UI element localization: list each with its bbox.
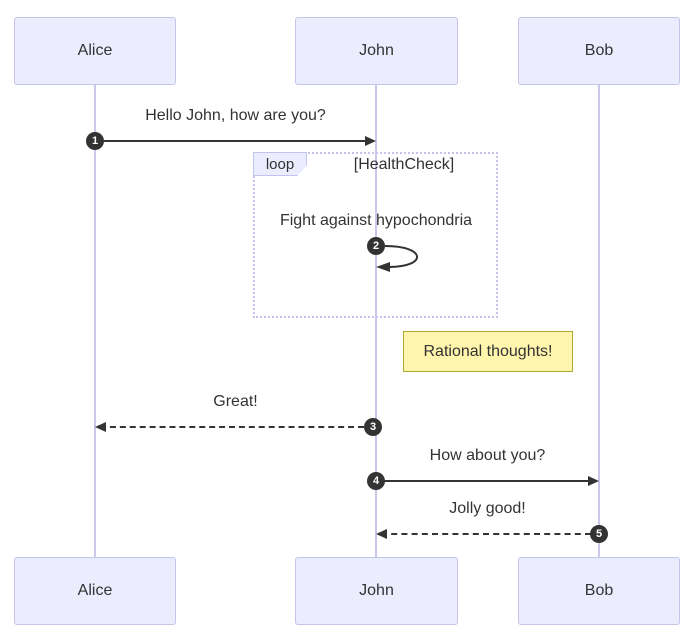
arrowhead-icon [365, 136, 376, 146]
self-loop-arrow-icon [376, 245, 418, 272]
actor-box-alice-top: Alice [14, 17, 176, 85]
sequence-number-badge: 5 [590, 525, 608, 543]
actor-box-bob-bottom: Bob [518, 557, 680, 625]
actor-label: Alice [77, 42, 113, 59]
actor-label: Alice [77, 582, 113, 599]
arrowhead-icon [588, 476, 599, 486]
arrowhead-icon [376, 529, 387, 539]
arrowhead-icon [95, 422, 106, 432]
actor-box-john-top: John [295, 17, 458, 85]
sequence-number-badge: 1 [86, 132, 104, 150]
note-text: Rational thoughts! [423, 342, 553, 360]
lifeline-alice [94, 85, 96, 557]
message-arrow-line [100, 426, 364, 428]
message-arrow-line [379, 480, 589, 482]
message-arrow-line [381, 533, 591, 535]
lifeline-bob [598, 85, 600, 557]
sequence-number-badge: 3 [364, 418, 382, 436]
message-arrow-line [98, 140, 366, 142]
loop-label-tab: loop [253, 152, 307, 176]
lifeline-john [375, 85, 377, 557]
actor-label: Bob [584, 582, 614, 599]
actor-label: John [359, 42, 394, 59]
sequence-number-badge: 4 [367, 472, 385, 490]
loop-condition-label: [HealthCheck] [353, 156, 455, 173]
loop-frame [253, 152, 498, 318]
actor-box-bob-top: Bob [518, 17, 680, 85]
note-box: Rational thoughts! [403, 331, 573, 372]
message-text: How about you? [429, 447, 546, 464]
message-text: Fight against hypochondria [279, 212, 473, 229]
actor-box-alice-bottom: Alice [14, 557, 176, 625]
message-text: Great! [213, 393, 258, 410]
actor-label: Bob [584, 42, 614, 59]
actor-box-john-bottom: John [295, 557, 458, 625]
message-text: Hello John, how are you? [145, 107, 326, 124]
message-text: Jolly good! [449, 500, 526, 517]
actor-label: John [359, 582, 394, 599]
sequence-number-badge: 2 [367, 237, 385, 255]
